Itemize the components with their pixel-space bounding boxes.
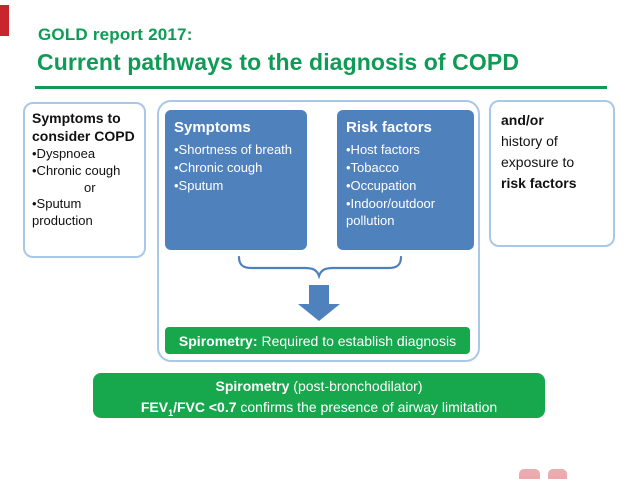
exposure-to-label: exposure to — [501, 154, 575, 170]
risk-factors-heading: Risk factors — [346, 119, 432, 136]
fev-subscript: 1 — [168, 407, 174, 418]
risk-factors-label: risk factors — [501, 175, 577, 191]
logo-fragment — [548, 469, 567, 479]
slide-kicker: GOLD report 2017: — [38, 25, 193, 44]
logo-fragment — [519, 469, 540, 479]
fev-fvc-line: FEV1/FVC <0.7 confirms the presence of a… — [93, 397, 545, 420]
fev-text: FEV — [140, 398, 169, 415]
fev-fvc-bold: FEV1/FVC <0.7 — [140, 398, 237, 418]
spirometry-bold: Spirometry — [215, 378, 290, 394]
bullet-sputum-production: •Sputum production — [32, 196, 93, 229]
spirometry-required-bar: Spirometry: Required to establish diagno… — [165, 327, 470, 354]
symptoms-heading: Symptoms — [174, 119, 251, 136]
bullet-host-factors: •Host factors — [346, 141, 420, 157]
logo-fragment-underline — [519, 476, 540, 478]
or-label: or — [84, 179, 96, 195]
bullet-indoor-outdoor-pollution: •Indoor/outdoor pollution — [346, 195, 436, 229]
logo-fragment-underline — [548, 476, 567, 478]
bullet-dyspnoea: •Dyspnoea — [32, 145, 96, 161]
symptoms-to-consider-box: Symptoms to consider COPD •Dyspnoea •Chr… — [23, 102, 146, 258]
spirometry-label-rest: Required to establish diagnosis — [261, 332, 457, 349]
slide-title: Current pathways to the diagnosis of COP… — [37, 49, 520, 75]
bullet-occupation: •Occupation — [346, 177, 417, 193]
curly-brace-icon — [237, 255, 403, 280]
risk-factors-box: Risk factors •Host factors •Tobacco •Occ… — [337, 110, 474, 250]
bullet-tobacco: •Tobacco — [346, 159, 399, 175]
symptoms-to-consider-heading: Symptoms to consider COPD — [32, 110, 135, 144]
fvc-threshold-text: /FVC <0.7 — [173, 398, 237, 415]
bullet-chronic-cough: •Chronic cough — [32, 162, 121, 178]
spirometry-confirmation-box: Spirometry (post-bronchodilator) FEV1/FV… — [93, 373, 545, 418]
diagnosis-pathway-container: Symptoms •Shortness of breath •Chronic c… — [157, 100, 480, 362]
bullet-shortness-of-breath: •Shortness of breath — [174, 141, 293, 157]
bullet-sputum: •Sputum — [174, 177, 224, 193]
bullet-chronic-cough: •Chronic cough — [174, 159, 263, 175]
title-underline — [35, 86, 607, 89]
history-exposure-box: and/or history of exposure to risk facto… — [489, 100, 615, 247]
symptoms-box: Symptoms •Shortness of breath •Chronic c… — [165, 110, 307, 250]
confirms-text: confirms the presence of airway limitati… — [236, 398, 498, 415]
red-accent-bar — [0, 5, 9, 36]
and-or-label: and/or — [501, 112, 544, 128]
down-arrow-icon — [298, 285, 340, 321]
spirometry-post-bronchodilator-line: Spirometry (post-bronchodilator) — [93, 376, 545, 397]
post-bronchodilator-text: (post-bronchodilator) — [289, 378, 423, 394]
spirometry-label-bold: Spirometry: — [178, 332, 258, 349]
history-of-label: history of — [501, 133, 558, 149]
